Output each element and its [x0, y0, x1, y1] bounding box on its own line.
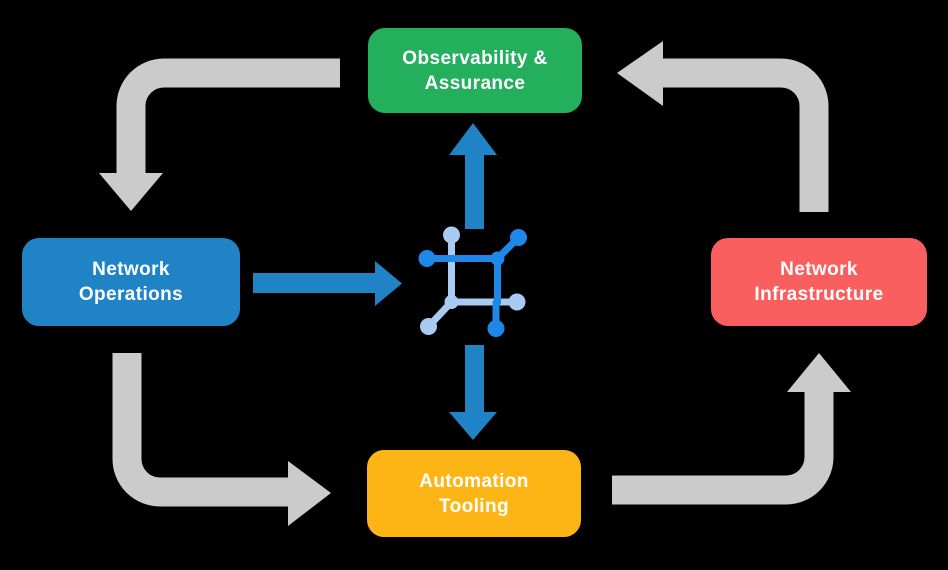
node-label-line1: Network	[92, 259, 170, 280]
arrow-observability-to-operations	[99, 58, 340, 211]
arrowhead-left	[617, 41, 663, 106]
arrow-infrastructure-to-observability	[617, 41, 829, 212]
arrowhead-up	[787, 353, 851, 392]
arrow-shaft	[116, 58, 340, 176]
node-label: Automation Tooling	[419, 469, 529, 519]
node-automation-tooling: Automation Tooling	[367, 450, 581, 537]
node-label-line1: Automation	[419, 470, 529, 492]
node-label-line2: Assurance	[424, 72, 526, 94]
node-label-line2: Infrastructure	[754, 284, 884, 305]
arrow-hub-to-observability	[449, 123, 497, 229]
mesh-primary-nodes	[418, 229, 527, 337]
arrow-shaft	[112, 353, 290, 507]
arrowhead-right	[288, 461, 331, 526]
arrowhead-down	[99, 173, 163, 211]
node-label: Network Infrastructure	[754, 257, 883, 307]
node-label: Observability & Assurance	[402, 46, 547, 96]
arrow-shaft	[663, 58, 829, 212]
arrow-shaft	[612, 391, 834, 505]
node-network-operations: Network Operations	[22, 238, 240, 326]
node-network-infrastructure: Network Infrastructure	[711, 238, 927, 326]
node-label: Network Operations	[79, 257, 183, 307]
arrow-hub-to-automation	[449, 345, 497, 440]
node-label-line2: Tooling	[439, 495, 509, 517]
node-label-line1: Network	[780, 259, 858, 280]
arrow-operations-to-automation	[112, 353, 331, 526]
mesh-light-nodes	[420, 226, 526, 335]
arrow-operations-to-hub	[253, 261, 402, 306]
node-label-line2: Operations	[78, 284, 184, 305]
node-observability-assurance: Observability & Assurance	[368, 28, 582, 113]
arrow-automation-to-infrastructure	[612, 353, 851, 505]
network-mesh-icon	[418, 226, 527, 337]
node-label-line1: Observability &	[402, 47, 548, 69]
